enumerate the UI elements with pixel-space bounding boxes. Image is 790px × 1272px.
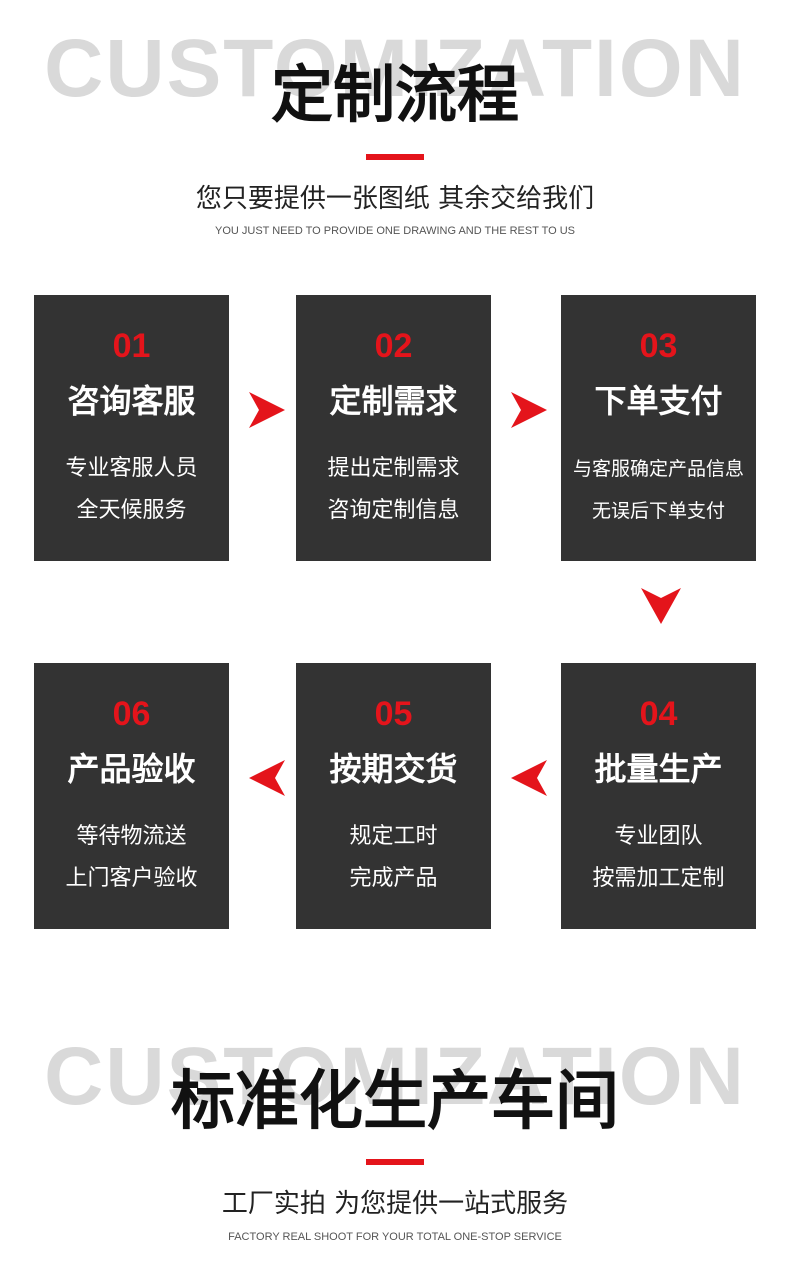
section-subtitle: 工厂实拍 为您提供一站式服务 (221, 1189, 569, 1219)
step-desc-line1: 规定工时 (349, 824, 438, 849)
step-card-06: 06 产品验收 等待物流送 上门客户验收 (34, 663, 229, 929)
step-card-02: 02 定制需求 提出定制需求 咨询定制信息 (296, 295, 491, 561)
step-desc-line1: 专业团队 (614, 824, 703, 849)
step-desc-line2: 全天候服务 (76, 498, 187, 523)
step-card-04: 04 批量生产 专业团队 按需加工定制 (561, 663, 756, 929)
title-underline (366, 1159, 424, 1165)
step-desc-line1: 等待物流送 (76, 824, 187, 849)
step-number: 02 (374, 327, 413, 365)
arrow-left-icon (511, 760, 547, 796)
step-card-05: 05 按期交货 规定工时 完成产品 (296, 663, 491, 929)
background-watermark-text: CUSTOMIZATION (44, 23, 746, 114)
step-desc-line1: 专业客服人员 (65, 456, 198, 481)
step-desc-line2: 完成产品 (349, 866, 438, 891)
section-title: 定制流程 (270, 58, 519, 131)
step-card-03: 03 下单支付 与客服确定产品信息 无误后下单支付 (561, 295, 756, 561)
step-desc-line2: 咨询定制信息 (327, 498, 460, 523)
section-subtitle-english: FACTORY REAL SHOOT FOR YOUR TOTAL ONE-ST… (228, 1231, 562, 1243)
step-desc-line2: 无误后下单支付 (591, 500, 725, 522)
step-name: 批量生产 (594, 750, 723, 788)
arrow-right-icon (511, 392, 547, 428)
step-number: 04 (639, 695, 678, 733)
step-name: 产品验收 (67, 750, 196, 788)
arrow-right-icon (249, 392, 285, 428)
step-number: 01 (112, 327, 151, 365)
step-name: 下单支付 (594, 382, 723, 420)
step-name: 咨询客服 (67, 382, 196, 420)
step-number: 06 (112, 695, 151, 733)
section-title: 标准化生产车间 (171, 1065, 619, 1139)
step-name: 定制需求 (329, 382, 458, 420)
step-desc-line1: 提出定制需求 (327, 456, 460, 481)
step-number: 05 (374, 695, 413, 733)
step-number: 03 (639, 327, 678, 365)
step-desc-line2: 按需加工定制 (592, 866, 725, 891)
step-desc-line2: 上门客户验收 (65, 866, 198, 891)
background-watermark-text: CUSTOMIZATION (44, 1031, 746, 1122)
arrow-left-icon (249, 760, 285, 796)
step-name: 按期交货 (329, 750, 458, 788)
section-subtitle-english: YOU JUST NEED TO PROVIDE ONE DRAWING AND… (214, 225, 575, 237)
arrow-down-icon (641, 588, 681, 624)
title-underline (366, 154, 424, 160)
step-card-01: 01 咨询客服 专业客服人员 全天候服务 (34, 295, 229, 561)
section-subtitle: 您只要提供一张图纸 其余交给我们 (195, 184, 595, 214)
step-desc-line1: 与客服确定产品信息 (572, 458, 744, 480)
